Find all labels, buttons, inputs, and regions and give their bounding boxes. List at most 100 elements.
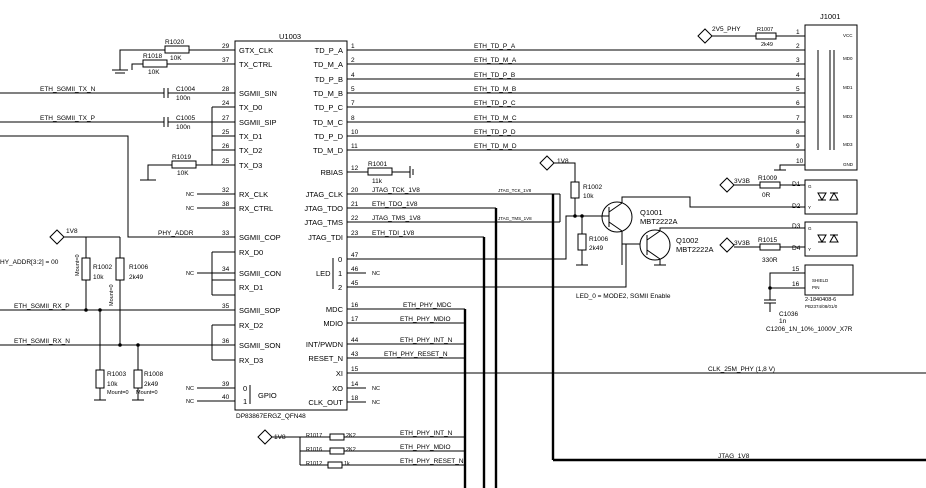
net-int: ETH_PHY_INT_N bbox=[400, 337, 453, 344]
td-net-label: ETH_TD_M_B bbox=[474, 86, 516, 93]
j1001-pin-num: 1 bbox=[796, 29, 800, 36]
q1001-ref: Q1001 bbox=[640, 208, 663, 217]
v1v8-q-flag bbox=[539, 155, 555, 171]
ic-left-pin-num: 25 bbox=[222, 158, 230, 165]
ic-left-pin-num: 32 bbox=[222, 187, 230, 194]
j1001-body bbox=[804, 24, 858, 171]
ic-right-pin-num: 21 bbox=[351, 201, 359, 208]
ic-left-pin-name: SGMII_SOP bbox=[239, 306, 280, 315]
q1002-part: MBT2222A bbox=[676, 245, 714, 254]
j1001-md0: MD0 bbox=[843, 56, 853, 61]
ic-left-pin-num: 38 bbox=[222, 201, 230, 208]
net-mdio-b: ETH_PHY_MDIO bbox=[400, 444, 451, 451]
r1007-body bbox=[133, 369, 143, 389]
r1007-val: 2k49 bbox=[144, 381, 158, 388]
ic-left-pin-num: 24 bbox=[222, 100, 230, 107]
r1001-body bbox=[367, 167, 393, 176]
ic-right-pin-num: 16 bbox=[351, 302, 359, 309]
r1014-val: 330R bbox=[762, 257, 778, 264]
r1009-body bbox=[755, 32, 777, 40]
r1012-val: 1k bbox=[344, 461, 350, 467]
ic-left-pin-num: 36 bbox=[222, 338, 230, 345]
v2v5-flag bbox=[697, 28, 713, 44]
td-net-label: ETH_TD_P_A bbox=[474, 43, 516, 50]
r1017-ref: R1017 bbox=[306, 433, 322, 439]
rx-side: PHY_ADDR 1V8 R1002 10k Mount=0 R1006 2k4… bbox=[0, 135, 235, 401]
c1005-val: 100n bbox=[176, 124, 191, 131]
net-eth-tdo: ETH_TDO_1V8 bbox=[372, 201, 418, 208]
connector-part2: PB2374/08/01/0 bbox=[805, 304, 838, 309]
ic-right-pin-name: TD_P_B bbox=[315, 75, 343, 84]
net-jtag-tms-small: JTAG_TMS_1V8 bbox=[498, 216, 532, 221]
ic-right-pin-name: TD_P_C bbox=[314, 103, 343, 112]
led-block-1-body bbox=[804, 179, 858, 215]
td-net-label: ETH_TD_M_D bbox=[474, 143, 517, 150]
r1003-mount: Mount=0 bbox=[109, 284, 115, 306]
v3v3-label-2: 3V3B bbox=[734, 240, 750, 247]
ic-left-pin-name: GTX_CLK bbox=[239, 46, 273, 55]
ic-right-pin-num: 46 bbox=[351, 266, 359, 273]
r1003-body bbox=[115, 257, 125, 281]
nc-xo: NC bbox=[372, 386, 380, 392]
nc-sgmiicon: NC bbox=[186, 271, 194, 277]
j1001-pin-num: 4 bbox=[796, 72, 800, 79]
ic-right-pin-num: 18 bbox=[351, 395, 359, 402]
r1006-val: 2k49 bbox=[589, 245, 603, 252]
r1015-body bbox=[759, 181, 781, 189]
nc-gpio0: NC bbox=[186, 386, 194, 392]
td-net-label: ETH_TD_P_C bbox=[474, 100, 516, 107]
r1002-ref: R1002 bbox=[583, 184, 603, 191]
shield-body bbox=[804, 264, 854, 296]
nc-left: NC NC NC NC NC bbox=[186, 192, 235, 405]
ic-right-pin-num: 1 bbox=[351, 43, 355, 50]
v3v3-flag-2 bbox=[719, 237, 735, 253]
r1020-body bbox=[164, 45, 190, 54]
r1020-ref: R1020 bbox=[165, 39, 185, 46]
ic-left-pin-num: 37 bbox=[222, 57, 230, 64]
ic-left-pin-name: RX_D3 bbox=[239, 356, 263, 365]
ic-part: DP83867ERGZ_QFN48 bbox=[236, 413, 306, 420]
ic-left-pin-num: 39 bbox=[222, 381, 230, 388]
r1019-ref: R1019 bbox=[172, 154, 192, 161]
j1001-pin-num: 10 bbox=[796, 158, 804, 165]
led2-y: Y bbox=[808, 247, 811, 252]
gpio-label: GPIO bbox=[258, 391, 277, 400]
led1-y: Y bbox=[808, 205, 811, 210]
tx-strap-resistors: R1020 10K R1018 10K R1019 10K bbox=[112, 39, 235, 181]
r1003-ref: R1006 bbox=[129, 264, 149, 271]
ic-left-pin-name: TX_D3 bbox=[239, 161, 262, 170]
r1017-val: 2K2 bbox=[346, 433, 356, 439]
ic-left-pin-num: 33 bbox=[222, 230, 230, 237]
net-clk: CLK_25M_PHY (1,8 V) bbox=[708, 366, 775, 373]
nc-gpio1: NC bbox=[186, 399, 194, 405]
ic-left-pin-name: 0 bbox=[243, 384, 247, 393]
c1036-ref: C1036 bbox=[779, 311, 799, 318]
ic-left-pin-num: 25 bbox=[222, 129, 230, 136]
r1016-val: 2K2 bbox=[346, 447, 356, 453]
ic-right-pin-name: TD_P_A bbox=[315, 46, 343, 55]
j1001-pin-num: 9 bbox=[796, 143, 800, 150]
ic-left-pin-name: RX_D1 bbox=[239, 283, 263, 292]
r1001-ref: R1001 bbox=[368, 161, 388, 168]
r1009-ref: R1007 bbox=[757, 27, 773, 33]
c1004-ref: C1004 bbox=[176, 86, 196, 93]
r1002-body bbox=[570, 181, 580, 199]
td-net-label: ETH_TD_M_C bbox=[474, 115, 517, 122]
r1008-ref: R1003 bbox=[107, 371, 127, 378]
nc-clkout: NC bbox=[372, 400, 380, 406]
shield-pin-label: PIN bbox=[812, 285, 820, 290]
v1v8-bottom-flag bbox=[257, 429, 273, 445]
j1001-pin-num: 8 bbox=[796, 129, 800, 136]
j1001-pin-num: 2 bbox=[796, 43, 800, 50]
ic-right-pin-name: 2 bbox=[338, 283, 342, 292]
ic-left-pin-num: 35 bbox=[222, 303, 230, 310]
ic-left-pin-name: RX_CTRL bbox=[239, 204, 273, 213]
shield-pin-16: 16 bbox=[792, 281, 800, 288]
r1008-mount: Mount=0 bbox=[107, 390, 129, 396]
ic-right-pin-name: MDIO bbox=[323, 319, 343, 328]
r1004-body bbox=[81, 257, 91, 281]
ic-left-pin-name: 1 bbox=[243, 397, 247, 406]
ic-left-pin-num: 34 bbox=[222, 266, 230, 273]
td-nets: ETH_TD_P_AETH_TD_M_AETH_TD_P_BETH_TD_M_B… bbox=[347, 43, 805, 151]
